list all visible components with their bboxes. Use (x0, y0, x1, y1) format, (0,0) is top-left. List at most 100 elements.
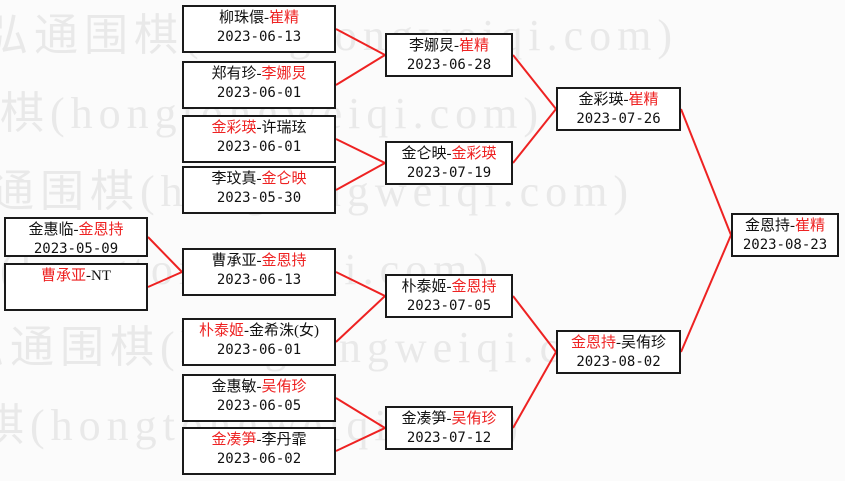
player-left: 金惠敏 (211, 379, 257, 395)
bracket-connector (512, 295, 557, 353)
player-left: 金恩持 (744, 218, 790, 234)
player-right: 吴侑珍 (621, 335, 667, 351)
player-separator: - (256, 66, 262, 82)
player-separator: - (623, 92, 629, 108)
match-players: 金恩持-吴侑珍 (558, 334, 679, 353)
bracket-connector (335, 162, 386, 191)
match-box[interactable]: 曹承亚-NT (4, 263, 148, 311)
bracket-connector (512, 54, 557, 110)
match-players: 曹承亚-金恩持 (184, 252, 334, 271)
player-right: 吴侑珍 (451, 411, 497, 427)
bracket-connector (335, 271, 386, 297)
match-date: 2023-06-28 (406, 57, 492, 73)
player-separator: - (86, 268, 91, 284)
match-players: 朴泰姬-金恩持 (387, 278, 511, 297)
player-right: 崔精 (795, 218, 826, 234)
match-players: 金惠临-金恩持 (6, 221, 146, 240)
player-right: 吴侑珍 (261, 379, 307, 395)
player-left: 金凑笋 (211, 432, 257, 448)
bracket-connector (680, 108, 732, 236)
match-players: 金彩瑛-崔精 (558, 91, 679, 110)
player-right: 金恩持 (78, 222, 124, 238)
match-date: 2023-08-02 (576, 354, 661, 370)
match-date: 2023-06-13 (216, 29, 302, 45)
player-left: 朴泰姬 (198, 323, 244, 339)
player-separator: - (73, 222, 79, 238)
match-date: 2023-06-01 (216, 342, 302, 358)
player-right: 李丹霏 (261, 432, 307, 448)
player-right: 金彩瑛 (451, 146, 497, 162)
player-left: 金彩瑛 (211, 120, 257, 136)
player-left: 曹承亚 (40, 268, 86, 284)
player-separator: - (244, 323, 249, 339)
match-date: 2023-06-05 (216, 398, 302, 414)
bracket-connector (335, 295, 386, 343)
player-right: 许瑞玹 (261, 120, 307, 136)
match-players: 金仑映-金彩瑛 (387, 145, 511, 164)
player-separator: - (790, 218, 795, 234)
player-right: 崔精 (628, 92, 659, 108)
match-players: 金恩持-崔精 (733, 217, 837, 236)
player-left: 朴泰姬 (401, 279, 447, 295)
bracket-connector (147, 236, 183, 273)
player-separator: - (264, 10, 269, 26)
match-players: 柳珠儇-崔精 (184, 9, 334, 28)
player-separator: - (446, 146, 452, 162)
player-separator: - (256, 120, 262, 136)
player-left: 金恩持 (570, 335, 616, 351)
match-date: 2023-06-02 (216, 451, 302, 467)
bracket-connector (335, 28, 386, 56)
bracket-connector (512, 351, 557, 429)
match-players: 金惠敏-吴侑珍 (184, 378, 334, 397)
player-right: 李娜炅 (261, 66, 307, 82)
match-players: 郑有珍-李娜炅 (184, 65, 334, 84)
match-box[interactable]: 金彩瑛-许瑞玹 2023-06-01 (182, 115, 336, 163)
player-right: 崔精 (269, 10, 300, 26)
player-left: 金凑笋 (401, 411, 447, 427)
bracket-connector (335, 54, 386, 86)
player-right: 崔精 (459, 38, 490, 54)
player-right: 金仑映 (261, 171, 307, 187)
match-date: 2023-07-12 (406, 430, 492, 446)
player-separator: - (256, 253, 262, 269)
watermark-text: 弘通围棋(hongtongweiqi.com) (0, 11, 679, 60)
match-box[interactable]: 朴泰姬-金希洙(女)2023-06-01 (182, 318, 336, 366)
player-left: 郑有珍 (211, 66, 257, 82)
match-players: 金凑笋-李丹霏 (184, 431, 334, 450)
match-date: 2023-06-01 (216, 85, 302, 101)
match-date: 2023-07-26 (576, 111, 661, 127)
bracket-connector (680, 234, 732, 353)
player-separator: - (256, 379, 262, 395)
bracket-connector (335, 138, 386, 164)
player-separator: - (446, 279, 452, 295)
match-players: 曹承亚-NT (6, 267, 146, 286)
player-left: 曹承亚 (211, 253, 257, 269)
player-separator: - (454, 38, 459, 54)
player-right: NT (91, 268, 111, 284)
match-date: 2023-08-23 (742, 237, 828, 253)
match-players: 金凑笋-吴侑珍 (387, 410, 511, 429)
player-separator: - (256, 432, 262, 448)
player-separator: - (446, 411, 452, 427)
player-left: 柳珠儇 (218, 10, 264, 26)
match-date: 2023-06-01 (216, 139, 302, 155)
player-left: 李娜炅 (408, 38, 454, 54)
match-players: 李娜炅-崔精 (387, 37, 511, 56)
bracket-connector (335, 397, 386, 429)
player-right: 金恩持 (451, 279, 497, 295)
match-players: 李玟真-金仑映 (184, 170, 334, 189)
